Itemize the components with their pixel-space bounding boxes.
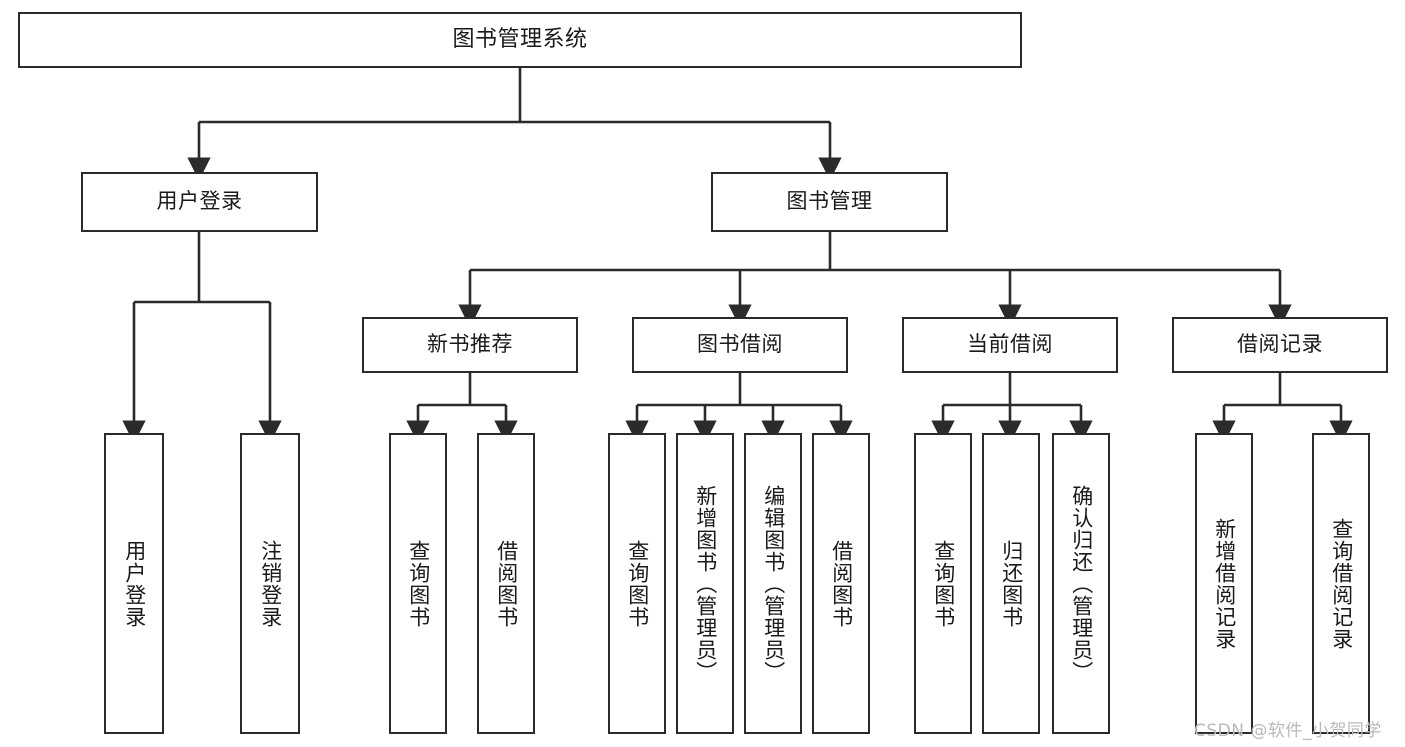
node-user-login[interactable]: 用户登录 [81, 172, 318, 232]
leaf-current-confirm-return-admin[interactable]: 确认归还（管理员） [1052, 433, 1110, 734]
leaf-user-login-logout[interactable]: 注销登录 [240, 433, 300, 734]
leaf-label: 注销登录 [258, 539, 283, 628]
leaf-borrow-add-book-admin[interactable]: 新增图书（管理员） [676, 433, 734, 734]
leaf-label: 查询借阅记录 [1329, 517, 1354, 650]
leaf-new-book-query[interactable]: 查询图书 [389, 433, 447, 734]
leaf-label: 借阅图书 [829, 539, 854, 628]
leaf-new-book-borrow[interactable]: 借阅图书 [477, 433, 535, 734]
leaf-user-login-login[interactable]: 用户登录 [104, 433, 164, 734]
node-book-borrow[interactable]: 图书借阅 [632, 317, 848, 373]
leaf-borrow-query-book[interactable]: 查询图书 [608, 433, 666, 734]
leaf-record-add-record[interactable]: 新增借阅记录 [1195, 433, 1253, 734]
node-current-borrow[interactable]: 当前借阅 [902, 317, 1118, 373]
leaf-label: 查询图书 [931, 539, 956, 628]
leaf-label: 查询图书 [406, 539, 431, 628]
leaf-label: 确认归还（管理员） [1069, 484, 1094, 683]
leaf-label: 借阅图书 [494, 539, 519, 628]
leaf-label: 新增借阅记录 [1212, 517, 1237, 650]
leaf-borrow-borrow-book[interactable]: 借阅图书 [812, 433, 870, 734]
leaf-borrow-edit-book-admin[interactable]: 编辑图书（管理员） [744, 433, 802, 734]
leaf-current-query-book[interactable]: 查询图书 [914, 433, 972, 734]
leaf-record-query-record[interactable]: 查询借阅记录 [1312, 433, 1370, 734]
node-book-management[interactable]: 图书管理 [711, 172, 948, 232]
watermark-text: CSDN @软件_小贺同学 [1194, 721, 1382, 741]
leaf-label: 新增图书（管理员） [693, 484, 718, 683]
leaf-label: 查询图书 [625, 539, 650, 628]
leaf-label: 用户登录 [122, 539, 147, 628]
node-borrow-record[interactable]: 借阅记录 [1172, 317, 1388, 373]
leaf-label: 编辑图书（管理员） [761, 484, 786, 683]
leaf-current-return-book[interactable]: 归还图书 [982, 433, 1040, 734]
leaf-label: 归还图书 [999, 539, 1024, 628]
node-root-system[interactable]: 图书管理系统 [18, 12, 1022, 68]
node-new-book-recommend[interactable]: 新书推荐 [362, 317, 578, 373]
